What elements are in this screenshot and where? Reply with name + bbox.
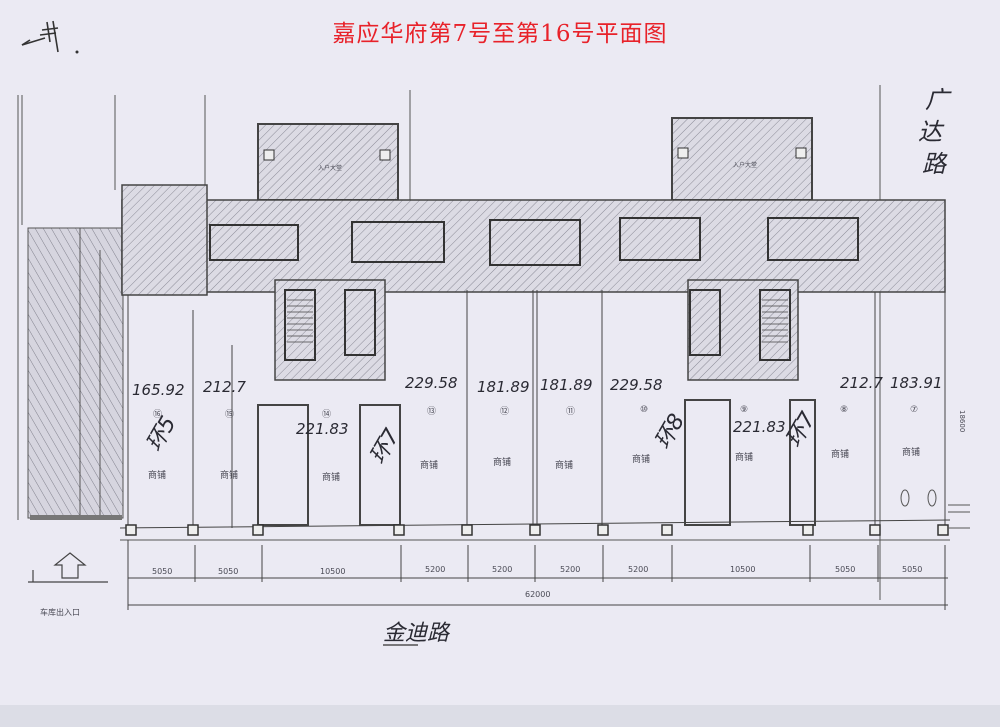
- svg-text:商铺: 商铺: [493, 456, 511, 468]
- svg-text:5200: 5200: [425, 565, 445, 574]
- svg-text:商铺: 商铺: [420, 459, 438, 471]
- svg-text:⑬: ⑬: [427, 406, 436, 417]
- svg-text:⑯: ⑯: [153, 409, 162, 420]
- scan-border: [0, 705, 1000, 727]
- svg-text:商铺: 商铺: [632, 453, 650, 465]
- unit-uses: 商铺 商铺 商铺 商铺 商铺 商铺 商铺 商铺 商铺 商铺: [148, 446, 920, 483]
- unit-12-area: 181.89: [477, 378, 530, 396]
- svg-text:⑧: ⑧: [840, 405, 848, 415]
- svg-text:⑮: ⑮: [225, 409, 234, 420]
- svg-text:广: 广: [925, 86, 952, 114]
- dimension-lines: [127, 540, 948, 610]
- svg-text:10500: 10500: [320, 567, 345, 576]
- height-dimension: 18600: [958, 410, 966, 432]
- svg-text:商铺: 商铺: [322, 471, 340, 483]
- dimension-labels: 5050 5050 10500 5200 5200 5200 5200 1050…: [152, 565, 922, 599]
- svg-text:商铺: 商铺: [735, 451, 753, 463]
- shop-partitions: [119, 290, 951, 529]
- svg-text:商铺: 商铺: [902, 446, 920, 458]
- svg-text:10500: 10500: [730, 565, 755, 574]
- svg-text:5050: 5050: [902, 565, 922, 574]
- svg-text:5200: 5200: [628, 565, 648, 574]
- street-label-bottom: 金迪路: [383, 621, 451, 646]
- unit-11-area: 181.89: [540, 376, 593, 394]
- svg-text:5050: 5050: [152, 567, 172, 576]
- svg-text:达: 达: [918, 118, 945, 146]
- unit-16-area: 165.92: [132, 381, 185, 399]
- svg-text:⑨: ⑨: [740, 405, 748, 415]
- svg-text:商铺: 商铺: [831, 448, 849, 460]
- svg-text:5050: 5050: [835, 565, 855, 574]
- drawing-title: 嘉应华府第7号至第16号平面图: [332, 21, 668, 47]
- unit-13-area: 229.58: [405, 374, 458, 392]
- unit-10-area: 229.58: [610, 376, 663, 394]
- garage-entrance-arrow-icon: [28, 552, 108, 583]
- svg-text:环5: 环5: [142, 412, 182, 456]
- storefront-columns: [125, 524, 949, 536]
- svg-text:商铺: 商铺: [220, 469, 238, 481]
- svg-text:⑭: ⑭: [322, 409, 331, 420]
- lobby-label-right: 入户大堂: [733, 161, 757, 169]
- svg-text:商铺: 商铺: [555, 459, 573, 471]
- svg-text:⑦: ⑦: [910, 405, 918, 415]
- drawing-sheet: [0, 0, 1000, 705]
- unit-14-area: 221.83: [296, 420, 349, 438]
- garage-ramp: [27, 227, 124, 520]
- handwritten-tags: 环5 环7 环8 环7: [142, 408, 821, 468]
- svg-text:5200: 5200: [492, 565, 512, 574]
- unit-8-area: 212.7: [840, 374, 883, 392]
- unit-15-area: 212.7: [203, 378, 246, 396]
- svg-text:路: 路: [922, 150, 948, 178]
- svg-text:5050: 5050: [218, 567, 238, 576]
- svg-text:⑫: ⑫: [500, 406, 509, 417]
- lobby-label-left: 入户大堂: [318, 164, 342, 172]
- unit-7-area: 183.91: [890, 374, 943, 392]
- unit-numbers: ⑯ ⑮ ⑭ ⑬ ⑫ ⑪ ⑩ ⑨ ⑧ ⑦: [153, 405, 918, 420]
- svg-text:⑪: ⑪: [566, 406, 575, 417]
- service-core: 入户大堂 入户大堂: [121, 117, 946, 381]
- garage-entrance-label: 车库出入口: [40, 607, 80, 617]
- svg-text:62000: 62000: [525, 590, 550, 599]
- svg-text:商铺: 商铺: [148, 469, 166, 481]
- svg-text:⑩: ⑩: [640, 405, 648, 415]
- unit-areas: 165.92 212.7 221.83 229.58 181.89 181.89…: [132, 374, 943, 438]
- street-label-right: 广 达 路: [918, 86, 952, 178]
- north-arrow-icon: [21, 20, 59, 53]
- unit-9-area: 221.83: [733, 418, 786, 436]
- svg-text:5200: 5200: [560, 565, 580, 574]
